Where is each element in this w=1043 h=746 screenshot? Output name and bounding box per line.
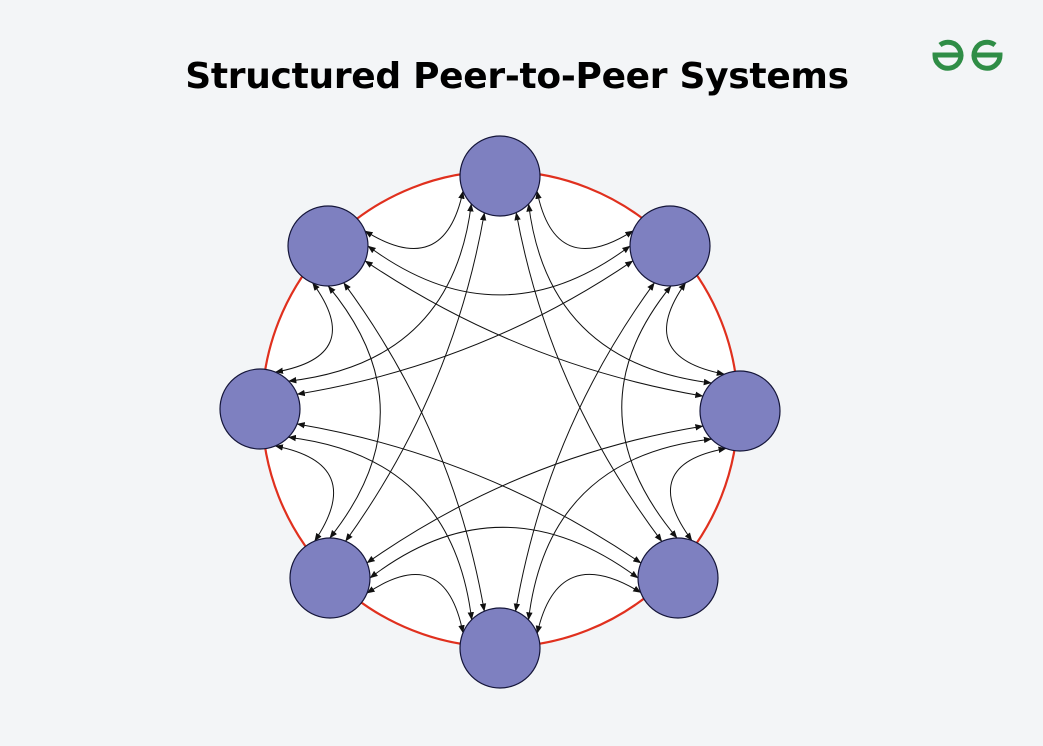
- peer-node-1: [629, 205, 711, 287]
- link-0-7: [364, 190, 465, 249]
- peer-node-3: [637, 537, 719, 619]
- peer-node-7: [287, 205, 369, 287]
- peer-node-4: [459, 607, 541, 689]
- link-6-7: [275, 282, 333, 374]
- peer-nodes: [219, 135, 781, 689]
- peer-node-2: [699, 370, 781, 452]
- link-4-7: [343, 282, 487, 612]
- peer-node-6: [219, 368, 301, 450]
- peer-node-0: [459, 135, 541, 217]
- peer-node-5: [289, 537, 371, 619]
- link-5-7: [327, 285, 381, 539]
- geeksforgeeks-logo-icon: [932, 39, 1003, 71]
- connection-links: [274, 190, 727, 634]
- page-title: Structured Peer-to-Peer Systems: [185, 56, 849, 97]
